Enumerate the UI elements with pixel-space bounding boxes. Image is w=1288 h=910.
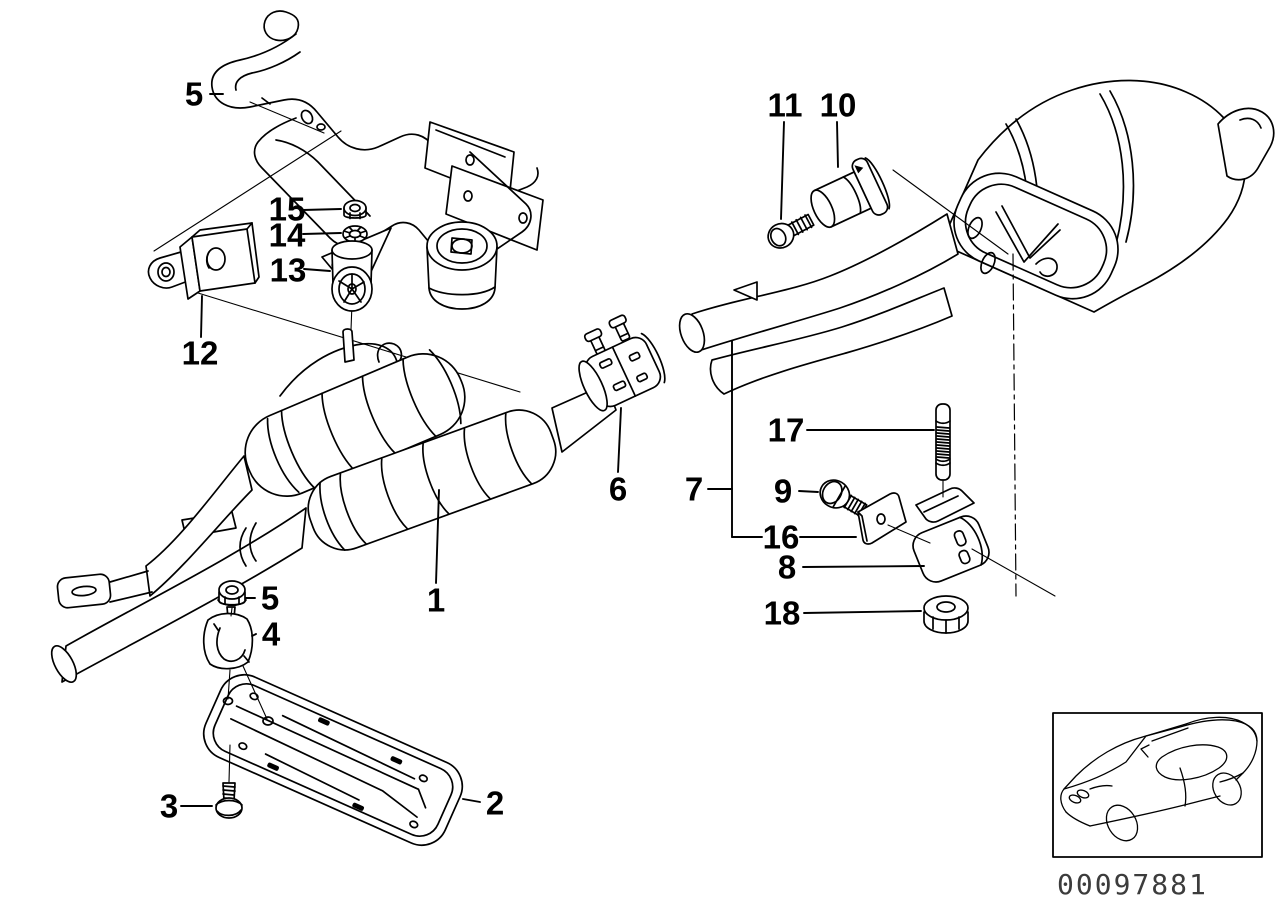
vibration-damper-part13 xyxy=(331,240,373,312)
front-silencer-part1 xyxy=(50,328,617,684)
clamp-part6 xyxy=(578,314,666,412)
callout-5-bracket-nut[interactable]: 5 xyxy=(261,580,279,617)
rear-muffler xyxy=(940,79,1275,313)
rear-pipe-assembly xyxy=(678,213,959,395)
callout-1[interactable]: 1 xyxy=(427,582,445,619)
tailpipe-stub xyxy=(1217,107,1275,181)
clamp-bolt xyxy=(583,328,606,356)
callout-12[interactable]: 12 xyxy=(182,335,219,372)
tunnel-heat-shield xyxy=(211,10,544,310)
clamp-bracket-part4 xyxy=(202,606,254,670)
rubber-buffer xyxy=(426,221,498,310)
grommet-part18 xyxy=(923,595,969,634)
stud-part17 xyxy=(935,403,951,481)
callout-8[interactable]: 8 xyxy=(778,549,796,586)
vehicle-reference: 00097881 xyxy=(1052,712,1263,901)
connector-lines xyxy=(227,169,1056,783)
callout-6[interactable]: 6 xyxy=(609,471,627,508)
leader-lines xyxy=(180,93,935,807)
callout-18[interactable]: 18 xyxy=(764,595,801,632)
callout-13[interactable]: 13 xyxy=(270,252,307,289)
retaining-plate-part16 xyxy=(857,492,907,545)
bracket-part12 xyxy=(147,222,260,300)
muffler-hanger-bracket xyxy=(995,205,1061,278)
callout-4[interactable]: 4 xyxy=(262,616,281,653)
hex-nut-part15 xyxy=(343,199,367,220)
heat-shield-plate-part2 xyxy=(202,673,464,847)
washer-part14 xyxy=(342,225,368,243)
callout-10[interactable]: 10 xyxy=(820,87,857,124)
callout-9[interactable]: 9 xyxy=(774,473,792,510)
rubber-mount-part8 xyxy=(912,487,990,583)
bolt-part11 xyxy=(767,213,815,249)
callout-15[interactable]: 15 xyxy=(269,191,306,228)
mounting-part10 xyxy=(810,157,891,229)
bolt-part9 xyxy=(819,479,868,517)
callout-2[interactable]: 2 xyxy=(486,785,504,822)
clamp-bolt xyxy=(608,314,631,342)
callout-labels: 5 15 14 13 12 1 6 7 11 10 17 9 16 8 18 5… xyxy=(160,76,857,825)
callout-17[interactable]: 17 xyxy=(768,412,805,449)
callout-5-heat-shield-nut[interactable]: 5 xyxy=(185,76,203,113)
callout-3[interactable]: 3 xyxy=(160,788,178,825)
flange-nut-part5b xyxy=(217,580,247,607)
callout-7[interactable]: 7 xyxy=(685,471,703,508)
callout-16[interactable]: 16 xyxy=(763,519,800,556)
callout-14[interactable]: 14 xyxy=(269,217,306,254)
image-code: 00097881 xyxy=(1057,868,1208,901)
callout-11[interactable]: 11 xyxy=(768,87,803,124)
screw-part3 xyxy=(215,782,243,819)
car-thumbnail-icon xyxy=(1060,716,1258,842)
